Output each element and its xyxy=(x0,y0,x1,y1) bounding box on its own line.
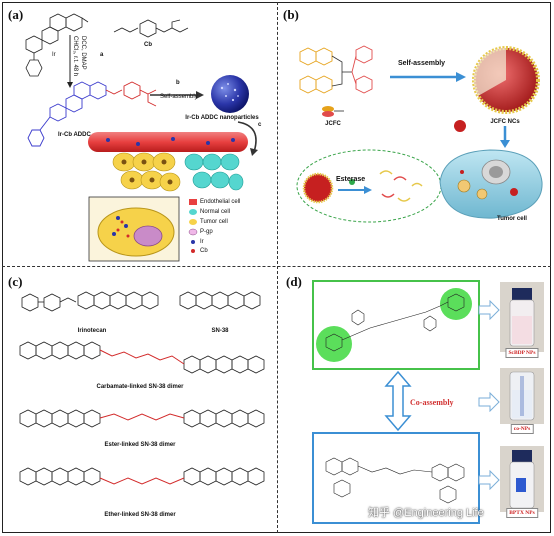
addc-nanoparticles-label: Ir-Cb ADDC nanoparticles xyxy=(185,115,259,121)
jcfc-ncs-label: JCFC NCs xyxy=(490,119,520,125)
irinotecan-structure xyxy=(21,291,159,312)
jcfc-icon xyxy=(322,106,344,117)
sn38-structure xyxy=(179,291,261,310)
reaction-arrow xyxy=(67,35,73,88)
tumor-cell xyxy=(439,149,543,219)
ir-label: Ir xyxy=(52,52,56,58)
cb-structure: Cb xyxy=(113,19,189,48)
legend-pgp: P-gp xyxy=(200,229,213,235)
panel-a-label: (a) xyxy=(8,7,24,22)
cb-label: Cb xyxy=(144,42,152,48)
self-assembly-arrow xyxy=(150,91,204,99)
ether-dimer-structure xyxy=(19,467,265,486)
vial-scbdp-label: ScBDP NPs xyxy=(505,348,539,358)
reagents-line-1: CHCl₃, r.t. 48 h xyxy=(72,36,78,77)
horizontal-divider xyxy=(2,266,551,267)
endothelial-swatch xyxy=(189,199,197,205)
ir-swatch xyxy=(191,240,195,244)
legend-normal: Normal cell xyxy=(200,209,231,215)
tumor-swatch xyxy=(189,219,197,225)
jcfc-structure xyxy=(299,45,373,94)
vial-bptx-label: BPTX NPs xyxy=(506,508,538,518)
addc-label: Ir-Cb ADDC xyxy=(58,132,91,138)
irinotecan-label: Irinotecan xyxy=(77,328,107,334)
panel-c-label: (c) xyxy=(8,274,23,289)
panel-b-label: (b) xyxy=(283,7,299,22)
esterase-inset xyxy=(296,149,442,223)
tumor-cell-label: Tumor cell xyxy=(497,216,527,222)
b-small-nc xyxy=(454,120,466,132)
watermark: 知乎 @Engineering Life xyxy=(368,507,484,519)
step-b-text: Self-assembly xyxy=(160,94,198,100)
legend-markers xyxy=(188,199,198,253)
jcfc-label: JCFC xyxy=(325,121,341,127)
vial-bptx xyxy=(500,446,544,512)
legend-cb: Cb xyxy=(200,248,208,254)
cb-swatch xyxy=(191,249,195,253)
ir-structure: Ir xyxy=(25,13,89,77)
legend-tumor: Tumor cell xyxy=(200,219,228,225)
b-down-arrow xyxy=(500,126,510,148)
normal-cells xyxy=(184,153,244,191)
step-b-label: b xyxy=(176,80,180,86)
addc-structure: Ir-Cb ADDC xyxy=(27,81,157,147)
normal-swatch xyxy=(189,209,197,215)
vial-co-nps xyxy=(500,368,544,424)
scbdp-box xyxy=(312,280,480,370)
tumor-cells xyxy=(112,152,181,192)
nc-half-sphere xyxy=(302,172,334,204)
arrow-to-vial-3 xyxy=(478,470,500,490)
b-self-assembly-label: Self-assembly xyxy=(398,60,446,67)
reagents-line-2: DCC, DMAP xyxy=(80,36,86,70)
co-assembly-arrow xyxy=(384,370,412,432)
jcfc-ncs-sphere xyxy=(472,46,540,114)
b-self-assembly-arrow xyxy=(390,72,466,82)
step-c-arrow xyxy=(237,121,258,156)
ester-dimer-structure xyxy=(19,409,265,428)
legend-ir: Ir xyxy=(200,239,204,245)
sn38-label: SN-38 xyxy=(211,328,229,334)
co-assembly-label: Co-assembly xyxy=(410,398,454,407)
vertical-divider xyxy=(277,2,278,533)
blood-vessel xyxy=(88,132,248,152)
carbamate-dimer-label: Carbamate-linked SN-38 dimer xyxy=(96,384,184,390)
arrow-to-vial-1 xyxy=(478,300,500,320)
panel-d-label: (d) xyxy=(286,274,302,289)
vial-co-nps-label: co-NPs xyxy=(510,424,534,434)
arrow-to-vial-2 xyxy=(478,392,500,412)
ether-dimer-label: Ether-linked SN-38 dimer xyxy=(104,512,176,518)
zoom-inset xyxy=(88,196,180,262)
step-a-label: a xyxy=(100,52,104,58)
ester-dimer-label: Ester-linked SN-38 dimer xyxy=(104,442,176,448)
esterase-label: Esterase xyxy=(336,176,366,183)
addc-nanoparticle xyxy=(211,75,249,113)
legend-endothelial: Endothelial cell xyxy=(200,199,241,205)
pgp-swatch xyxy=(188,228,198,236)
step-c-label: c xyxy=(258,122,262,128)
vial-scbdp xyxy=(500,282,544,352)
carbamate-dimer-structure xyxy=(19,341,265,374)
